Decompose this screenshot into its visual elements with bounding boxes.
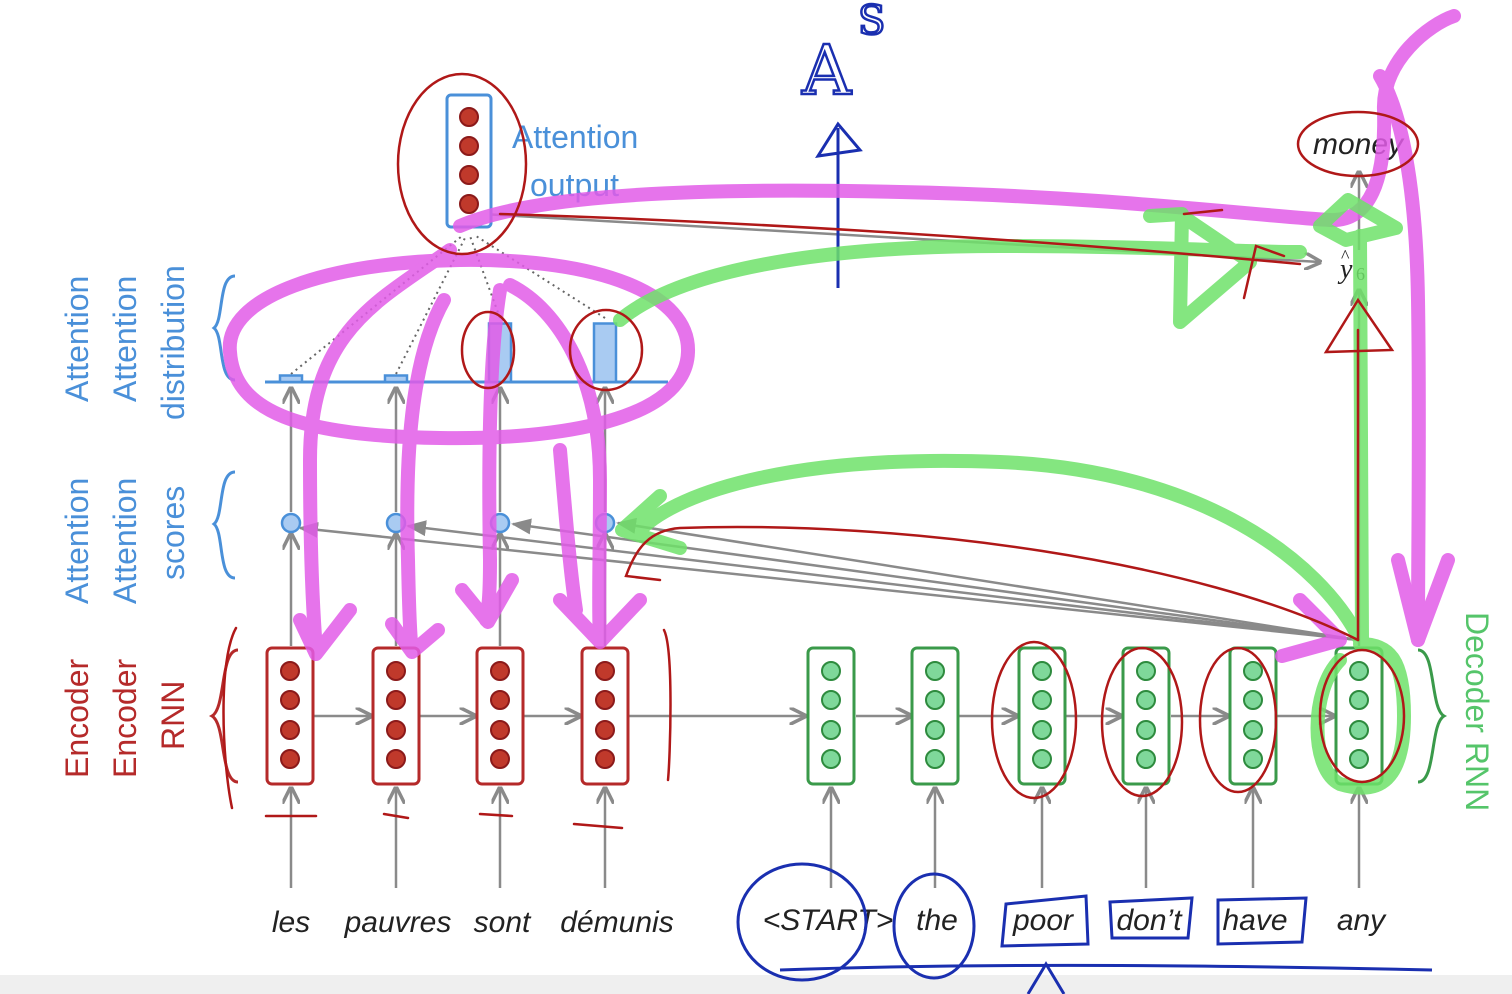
decoder-input-arrows bbox=[831, 788, 1359, 888]
target-word: <START> bbox=[763, 904, 894, 937]
target-word: any bbox=[1337, 904, 1387, 937]
encoder-cell bbox=[265, 646, 315, 786]
attention-scores-label-line3: scores bbox=[155, 486, 191, 580]
attention-distribution-label-line2: Attention bbox=[107, 276, 143, 402]
attention-output-label-line1: Attention bbox=[512, 119, 638, 155]
decoder-cell bbox=[1017, 646, 1067, 786]
red-annotations bbox=[222, 72, 1420, 830]
yhat-hat: ^ bbox=[1341, 246, 1350, 266]
attention-scores-label: Attention Attention scores bbox=[59, 478, 191, 604]
encoder-rnn-label: Encoder Encoder RNN bbox=[59, 658, 191, 778]
bottom-band bbox=[0, 975, 1512, 994]
decoder-cells bbox=[806, 646, 1384, 786]
source-word: pauvres bbox=[344, 906, 452, 939]
encoder-cell bbox=[475, 646, 525, 786]
target-word: have bbox=[1222, 904, 1287, 937]
target-word: poor bbox=[1012, 904, 1074, 937]
handwritten-A-annotation: A S bbox=[800, 0, 887, 288]
decoder-cell bbox=[1121, 646, 1171, 786]
magenta-annotations bbox=[222, 9, 1461, 663]
encoder-input-arrows bbox=[291, 788, 605, 888]
output-word: money bbox=[1313, 128, 1405, 161]
green-annotations bbox=[613, 193, 1411, 795]
attention-distribution-label-line1: Attention bbox=[59, 276, 95, 402]
source-word: démunis bbox=[560, 906, 673, 939]
attention-distribution-label: Attention Attention distribution bbox=[59, 265, 191, 420]
attention-bar bbox=[592, 322, 618, 384]
handwritten-exponent: S bbox=[858, 0, 885, 44]
bracket-decoder bbox=[1417, 648, 1448, 784]
handwritten-letter: A bbox=[801, 32, 852, 111]
decoder-cell bbox=[1228, 646, 1278, 786]
encoder-rnn-label-line1: Encoder bbox=[59, 658, 95, 778]
encoder-cells bbox=[265, 646, 630, 786]
decoder-rnn-label: Decoder RNN bbox=[1459, 612, 1495, 811]
bracket-distribution bbox=[211, 274, 236, 382]
attention-bar bbox=[383, 374, 409, 384]
encoder-cell bbox=[580, 646, 630, 786]
encoder-cell bbox=[371, 646, 421, 786]
target-word: don’t bbox=[1116, 904, 1183, 937]
handwritten-blue-marks bbox=[736, 862, 1433, 994]
source-words: les pauvres sont démunis bbox=[272, 906, 674, 939]
encoder-rnn-label-line2: Encoder bbox=[107, 658, 143, 778]
attention-distribution-label-line3: distribution bbox=[155, 265, 191, 420]
source-word: les bbox=[272, 906, 310, 939]
decoder-cell bbox=[806, 646, 856, 786]
target-word: the bbox=[916, 904, 958, 937]
yhat-base: y bbox=[1337, 254, 1353, 285]
decoder-to-score-arrows bbox=[298, 517, 1359, 642]
bracket-scores bbox=[211, 470, 236, 580]
attention-output-vector bbox=[445, 93, 493, 229]
decoder-cell bbox=[910, 646, 960, 786]
encoder-rnn-label-line3: RNN bbox=[155, 681, 191, 750]
decoder-cell bbox=[1334, 646, 1384, 786]
attention-scores-label-line2: Attention bbox=[107, 478, 143, 604]
attention-bar bbox=[278, 374, 304, 384]
source-word: sont bbox=[474, 906, 532, 939]
target-words: <START> the poor don’t have any bbox=[763, 904, 1387, 937]
attention-scores-label-line1: Attention bbox=[59, 478, 95, 604]
